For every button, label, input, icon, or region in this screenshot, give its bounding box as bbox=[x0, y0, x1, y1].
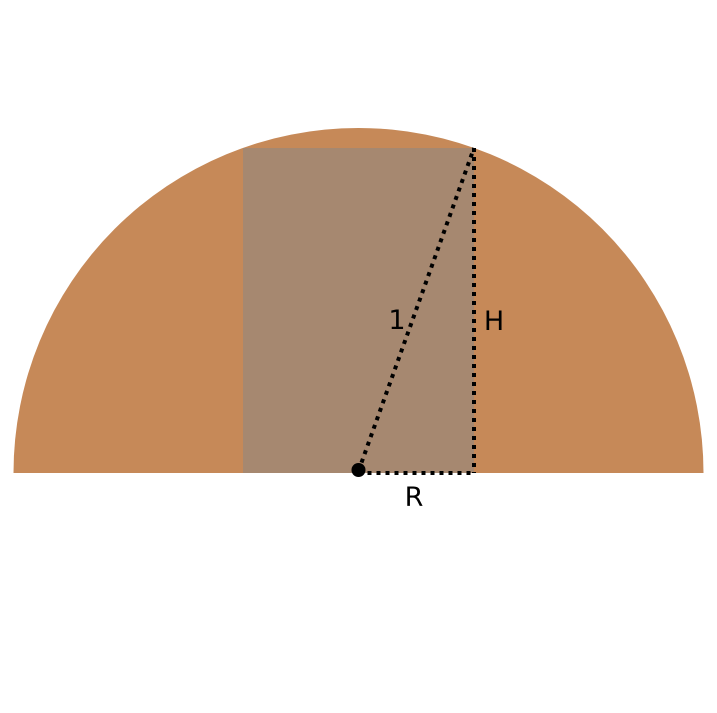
center-point bbox=[351, 463, 366, 477]
radius-label: R bbox=[405, 482, 424, 513]
unit-radius-line bbox=[356, 147, 476, 472]
inscribed-rectangle bbox=[243, 148, 474, 473]
hypotenuse-label: 1 bbox=[388, 305, 405, 336]
height-label: H bbox=[484, 306, 504, 337]
